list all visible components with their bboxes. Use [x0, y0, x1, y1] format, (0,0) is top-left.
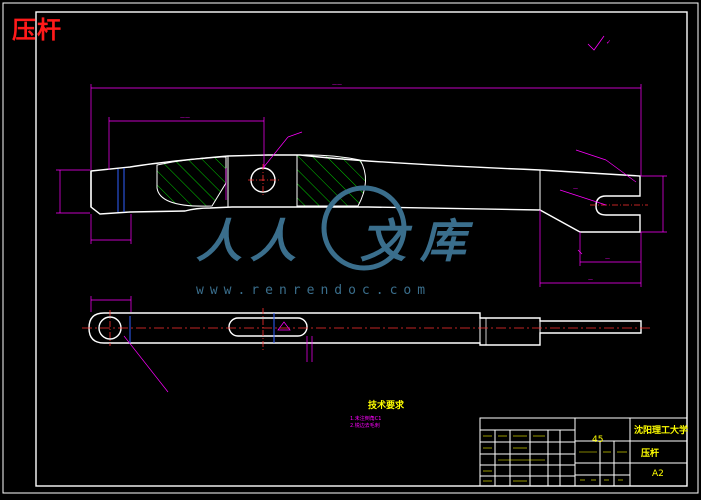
hatch-section-left	[156, 156, 227, 207]
tech-req-title: 技术要求	[368, 401, 405, 411]
watermark-ring	[321, 185, 407, 271]
title-block	[479, 417, 688, 487]
top-dimensions	[90, 296, 313, 393]
svg-text:—: —	[573, 186, 578, 192]
watermark-char: 文	[360, 214, 406, 268]
watermark-char: 人	[196, 214, 242, 268]
roughness-symbol: ✓	[587, 35, 611, 51]
top-view	[82, 308, 650, 352]
watermark-char: 库	[420, 214, 466, 268]
outer-frame	[2, 2, 699, 494]
front-view	[90, 154, 648, 233]
part-name: 压杆	[641, 449, 660, 459]
tech-req-line: 2.锐边去毛刺	[350, 423, 380, 429]
overlay-title: 压杆	[12, 16, 62, 44]
svg-text:——: ——	[332, 82, 342, 88]
watermark-char: 人	[250, 214, 296, 268]
top-outline	[88, 312, 642, 346]
school-name: 沈阳理工大学	[634, 426, 689, 436]
slot	[228, 317, 308, 337]
svg-text:——: ——	[180, 115, 190, 121]
svg-text:—: —	[588, 277, 593, 283]
svg-text:✓: ✓	[606, 39, 611, 46]
inner-frame	[35, 11, 688, 487]
svg-text:—: —	[605, 256, 610, 262]
watermark-url: www.renrendoc.com	[196, 283, 432, 298]
tech-requirements: 技术要求 1.未注倒角C1 2.锐边去毛刺	[350, 398, 404, 429]
drawing-size: A2	[652, 469, 664, 479]
tech-req-line: 1.未注倒角C1	[350, 416, 382, 422]
front-dimensions: —— —— — — —	[56, 82, 667, 287]
material: 45	[592, 435, 604, 445]
